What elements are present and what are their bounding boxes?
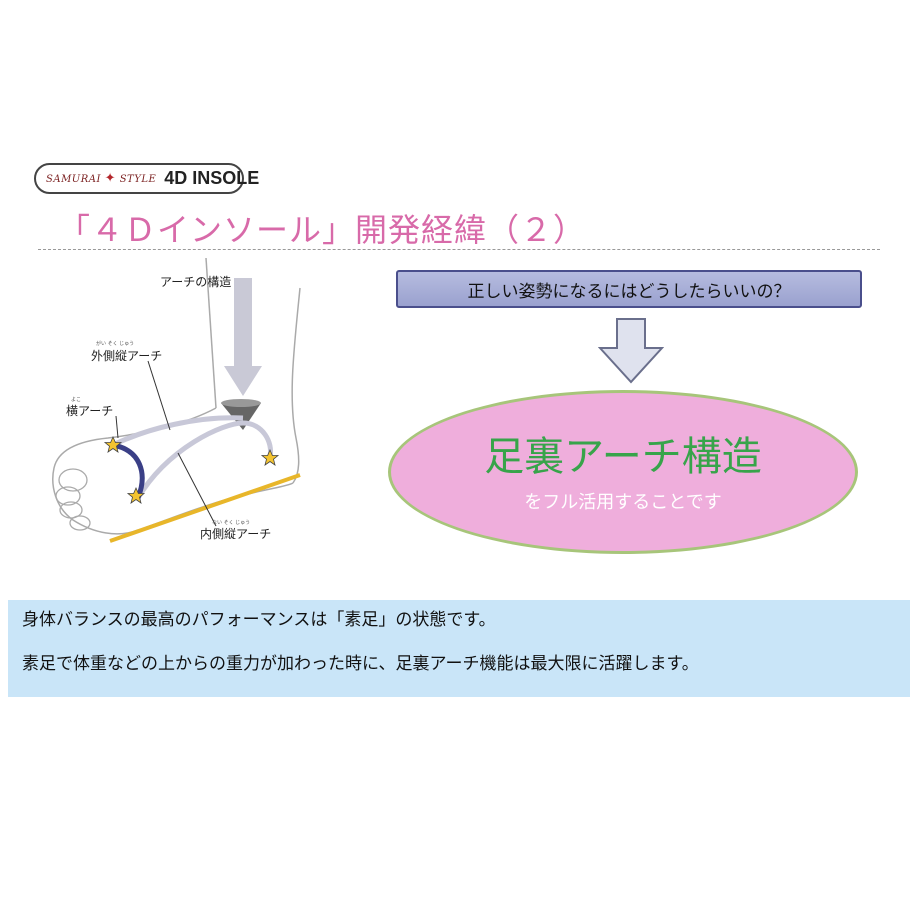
toe-4 (69, 515, 91, 531)
medial-arch-line (135, 420, 274, 500)
down-arrow-icon (224, 278, 262, 396)
arch-callout-title: 足裏アーチ構造 (484, 434, 762, 480)
foot-arch-illustration: アーチの構造 がい そく じゅう 外側縦アーチ よこ 横アーチ ない そく じゅ… (52, 258, 301, 543)
info-line-2: 素足で体重などの上からの重力が加わった時に、足裏アーチ機能は最大限に活躍します。 (22, 654, 699, 674)
toe-2 (55, 486, 81, 506)
label-lateral-arch: 外側縦アーチ (91, 349, 162, 363)
star-icon (126, 486, 146, 504)
info-box: 身体バランスの最高のパフォーマンスは「素足」の状態です。 素足で体重などの上から… (8, 600, 910, 697)
star-icon (103, 435, 123, 453)
toe-3 (59, 501, 83, 519)
floor-line (109, 473, 301, 543)
label-transverse-arch: 横アーチ (66, 404, 113, 418)
question-text: 正しい姿勢になるにはどうしたらいいの？ (467, 281, 791, 302)
down-arrow-icon (598, 318, 664, 384)
arch-callout: 足裏アーチ構造 をフル活用することです (388, 390, 858, 554)
page-title: 「４Ｄインソール」開発経緯（２） (58, 211, 587, 249)
arch-callout-subtitle: をフル活用することです (524, 492, 722, 513)
badge-text: 4D INSOLE (164, 168, 260, 188)
label-transverse-arch-ruby: よこ (71, 397, 81, 403)
label-arch-structure: アーチの構造 (160, 275, 231, 289)
info-line-1: 身体バランスの最高のパフォーマンスは「素足」の状態です。 (22, 610, 496, 630)
brand-logo: SAMURAI ✦ STYLE (46, 171, 157, 186)
star-icon (260, 448, 280, 466)
question-box: 正しい姿勢になるにはどうしたらいいの？ (396, 270, 862, 308)
label-lateral-arch-ruby: がい そく じゅう (96, 340, 134, 347)
transverse-arch-line (112, 442, 145, 499)
brand-badge: SAMURAI ✦ STYLE 4D INSOLE (34, 163, 259, 194)
toe-1 (58, 468, 88, 492)
lateral-arch-line (111, 415, 244, 448)
label-medial-arch: 内側縦アーチ (200, 527, 271, 541)
title-divider (38, 249, 880, 250)
label-medial-arch-ruby: ない そく じゅう (212, 519, 250, 526)
